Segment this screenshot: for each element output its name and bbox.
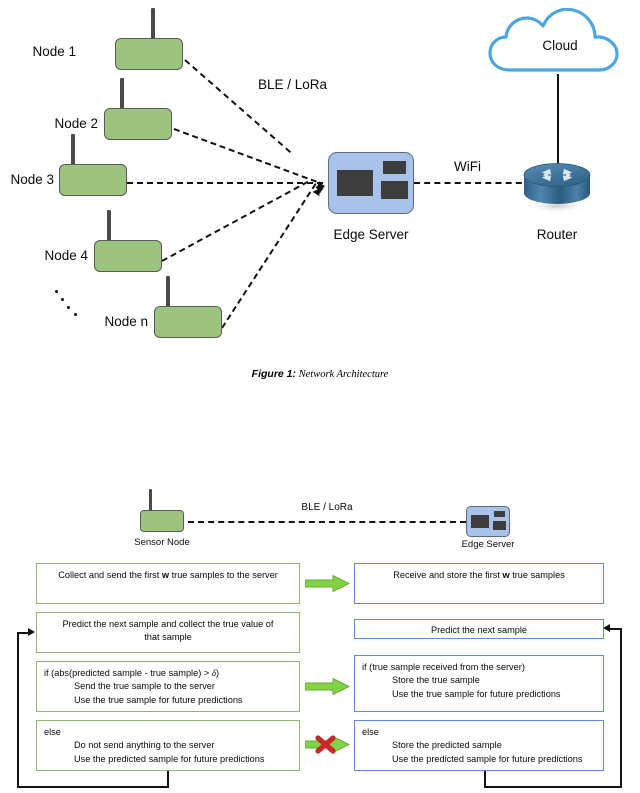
sensor-node-4-icon xyxy=(94,210,162,272)
box-line: Predict the next sample and collect the … xyxy=(62,619,274,629)
left-loop-vertical-up xyxy=(17,632,19,788)
router-icon xyxy=(520,155,594,213)
link-node3-to-edge-server xyxy=(127,182,323,184)
node-body xyxy=(59,164,127,196)
ellipsis-dot xyxy=(67,306,70,309)
sensor-node-n-label: Node n xyxy=(104,314,148,329)
ellipsis-dot xyxy=(61,298,64,301)
server-screen-large xyxy=(471,515,489,528)
sensor-node-n-icon xyxy=(154,276,222,338)
sensor-node-1-icon xyxy=(115,8,183,70)
right-loop-vertical-up xyxy=(620,628,622,788)
box-line: else xyxy=(362,727,379,737)
figure-1-caption-text: Network Architecture xyxy=(296,369,389,380)
flow-edge-server-label: Edge Server xyxy=(461,539,515,550)
link-label-wifi: WiFi xyxy=(454,159,481,174)
left-loop-vertical-down xyxy=(167,771,169,788)
server-screen-small-bottom xyxy=(493,521,506,530)
right-box-receive-store: Receive and store the first w true sampl… xyxy=(354,563,604,604)
box-line: if (abs(predicted sample - true sample) … xyxy=(44,668,220,678)
box-line: Use the true sample for future predictio… xyxy=(74,694,243,705)
left-box-collect-send: Collect and send the first w true sample… xyxy=(36,563,300,604)
right-box-predict-next: Predict the next sample xyxy=(354,619,604,639)
box-line: Use the true sample for future predictio… xyxy=(392,688,561,699)
box-line: Predict the next sample xyxy=(430,625,527,635)
box-line: Do not send anything to the server xyxy=(74,740,215,751)
antenna-icon xyxy=(151,8,155,40)
cloud-label: Cloud xyxy=(542,38,578,53)
edge-server-label: Edge Server xyxy=(333,227,409,242)
node-body xyxy=(104,108,172,140)
left-loop-horizontal-top xyxy=(17,632,29,634)
antenna-icon xyxy=(107,210,111,242)
figure-1-network-architecture: Node 1 Node 2 Node 3 Node 4 Node n xyxy=(0,0,640,395)
left-loop-horizontal-bottom xyxy=(17,786,169,788)
arrowhead-node3 xyxy=(318,182,325,190)
left-loop-arrowhead xyxy=(28,628,35,636)
figure-1-caption: Figure 1: Network Architecture xyxy=(0,368,640,380)
antenna-icon xyxy=(166,276,170,308)
node-body xyxy=(94,240,162,272)
delta-symbol: δ xyxy=(211,668,217,678)
sensor-node-1-label: Node 1 xyxy=(32,44,76,59)
box-line: else xyxy=(44,727,61,737)
node-body xyxy=(115,38,183,70)
sensor-node-2-label: Node 2 xyxy=(54,116,98,131)
sensor-node-4-label: Node 4 xyxy=(44,248,88,263)
figure-1-caption-number: Figure 1: xyxy=(251,368,296,380)
antenna-icon xyxy=(149,489,152,512)
edge-server-icon xyxy=(328,152,414,214)
flow-link-ble-lora xyxy=(188,521,466,523)
box-line: Store the predicted sample xyxy=(392,740,502,751)
antenna-icon xyxy=(120,78,124,110)
right-loop-vertical-down xyxy=(484,771,486,788)
box-line: if (true sample received from the server… xyxy=(362,662,525,672)
box-line: that sample xyxy=(144,632,192,643)
sensor-node-3-icon xyxy=(59,134,127,196)
router-label: Router xyxy=(536,227,578,242)
link-router-to-cloud xyxy=(557,74,560,166)
left-box-else-branch: else Do not send anything to the server … xyxy=(36,720,300,771)
antenna-icon xyxy=(71,134,75,166)
right-loop-horizontal-bottom xyxy=(484,786,622,788)
box-line: Receive and store the first w true sampl… xyxy=(393,570,565,580)
flow-link-label-ble-lora: BLE / LoRa xyxy=(301,502,353,513)
box-line: Use the predicted sample for future pred… xyxy=(74,753,265,764)
transfer-arrow-2 xyxy=(304,677,351,696)
ellipsis-dot xyxy=(55,290,58,293)
cloud-icon xyxy=(487,7,633,78)
link-edge-server-to-router xyxy=(414,182,532,184)
sensor-node-2-icon xyxy=(104,78,172,140)
box-line: Send the true sample to the server xyxy=(74,681,215,692)
flow-sensor-node-label: Sensor Node xyxy=(134,537,190,548)
server-screen-small-bottom xyxy=(381,181,408,199)
left-box-if-condition: if (abs(predicted sample - true sample) … xyxy=(36,661,300,712)
transfer-arrow-1 xyxy=(304,574,351,593)
ellipsis-dot xyxy=(74,313,77,316)
transfer-arrow-3-blocked xyxy=(304,734,351,755)
server-screen-small-top xyxy=(494,511,505,517)
server-screen-large xyxy=(337,170,373,196)
box-line: Use the predicted sample for future pred… xyxy=(392,753,583,764)
right-box-else-branch: else Store the predicted sample Use the … xyxy=(354,720,604,771)
flow-sensor-node-icon xyxy=(140,489,184,532)
box-line: Collect and send the first w true sample… xyxy=(58,570,278,580)
right-loop-arrowhead xyxy=(603,624,610,632)
right-box-if-condition: if (true sample received from the server… xyxy=(354,655,604,712)
right-loop-horizontal-top xyxy=(610,628,622,630)
flow-edge-server-icon xyxy=(466,506,510,537)
node-body xyxy=(154,306,222,338)
sensor-node-3-label: Node 3 xyxy=(10,172,54,187)
box-line: Store the true sample xyxy=(392,675,480,686)
node-body xyxy=(140,510,184,532)
server-screen-small-top xyxy=(383,161,406,174)
left-box-predict-collect: Predict the next sample and collect the … xyxy=(36,612,300,653)
link-label-ble-lora: BLE / LoRa xyxy=(258,77,328,92)
